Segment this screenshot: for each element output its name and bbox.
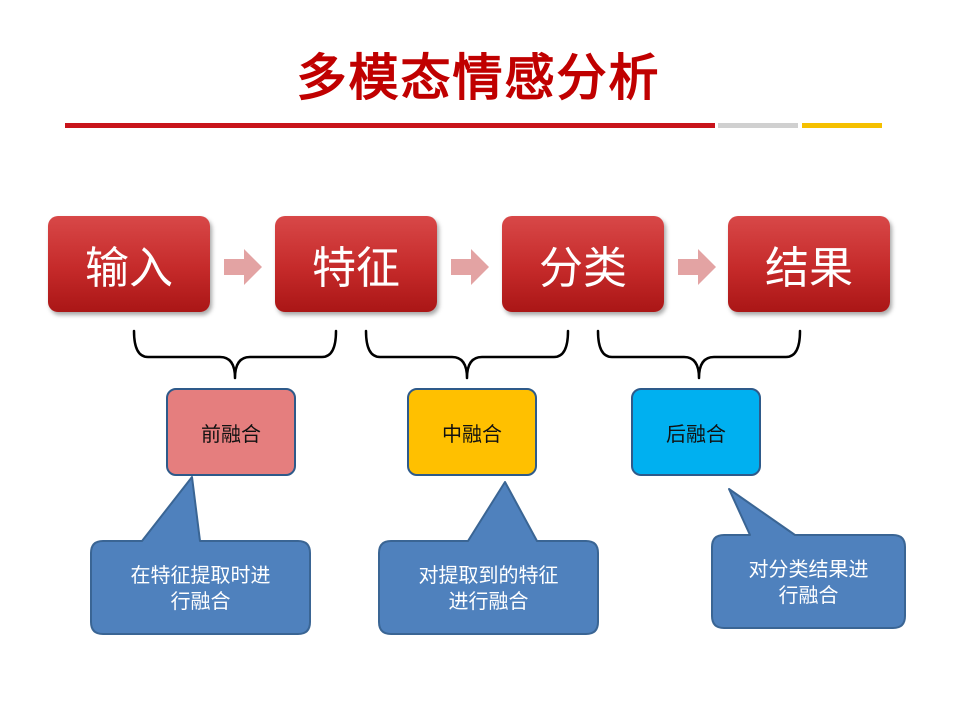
fusion-late-box: 后融合 xyxy=(631,388,761,476)
step-input: 输入 xyxy=(48,216,210,312)
title-rule-yellow xyxy=(802,123,882,128)
arrow-right-icon xyxy=(451,249,489,285)
callout-bubble-late xyxy=(711,488,906,629)
page-title: 多模态情感分析 xyxy=(296,49,661,107)
brace-middle xyxy=(364,329,570,380)
step-result: 结果 xyxy=(728,216,890,312)
callout-text-early: 在特征提取时进行融合 xyxy=(130,563,271,613)
step-classify: 分类 xyxy=(502,216,664,312)
step-feature: 特征 xyxy=(275,216,437,312)
fusion-middle-box: 中融合 xyxy=(407,388,537,476)
title-rule-red xyxy=(65,123,715,128)
callout-text-late: 对分类结果进行融合 xyxy=(748,557,869,607)
callout-bubble-middle xyxy=(378,481,599,635)
arrow-right-icon xyxy=(224,249,262,285)
arrow-right-icon xyxy=(678,249,716,285)
callout-text-middle: 对提取到的特征进行融合 xyxy=(418,563,559,613)
brace-early xyxy=(132,329,338,380)
callout-bubble-early xyxy=(90,476,311,635)
title-rule-gray xyxy=(718,123,798,128)
brace-late xyxy=(596,329,802,380)
fusion-early-box: 前融合 xyxy=(166,388,296,476)
